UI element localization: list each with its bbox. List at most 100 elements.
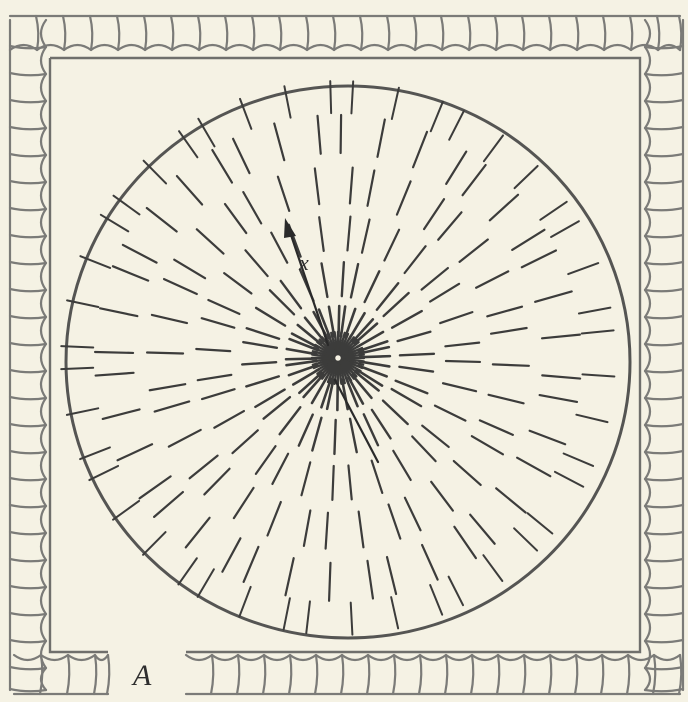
radial-line: [397, 181, 411, 214]
border-cell-divider: [211, 655, 213, 694]
radial-line: [412, 436, 435, 461]
border-cell-divider: [289, 655, 291, 694]
radial-line: [582, 374, 614, 376]
border-cell-divider: [495, 16, 497, 50]
radial-line: [491, 328, 527, 334]
border-cell-divider: [657, 16, 659, 50]
border-cell-divider: [10, 127, 46, 129]
border-cell-divider: [393, 655, 395, 694]
radial-line: [285, 558, 293, 595]
border-cell-divider: [627, 655, 629, 694]
border-cell-divider: [315, 655, 317, 694]
radial-line: [487, 307, 522, 317]
border-cell-divider: [645, 343, 683, 345]
radial-line: [400, 354, 434, 355]
radial-line: [568, 263, 598, 274]
radial-line: [384, 230, 399, 261]
border-cell-divider: [10, 316, 46, 318]
radial-line: [367, 561, 372, 599]
radial-line: [178, 558, 196, 584]
border-cell-divider: [10, 208, 46, 210]
border-cell-divider: [645, 73, 683, 75]
border-cell-divider: [10, 451, 46, 453]
radial-line: [245, 250, 267, 276]
radial-line: [470, 515, 494, 544]
border-cell-divider: [10, 397, 46, 399]
radial-line: [318, 116, 321, 154]
border-cell-divider: [333, 16, 335, 50]
border-cell-divider: [117, 16, 119, 50]
radial-line: [204, 469, 229, 495]
border-cell-divider: [10, 181, 46, 183]
radial-line: [202, 318, 235, 328]
radial-line: [413, 132, 427, 167]
radial-line: [244, 547, 259, 582]
radial-line: [147, 208, 177, 231]
radial-line: [460, 240, 488, 262]
border-cell-divider: [645, 154, 683, 156]
radial-line: [334, 420, 335, 454]
border-cell-divider: [497, 655, 499, 694]
radial-line: [272, 454, 288, 484]
radial-line: [515, 166, 538, 188]
inner-wall-path-left: [50, 58, 108, 652]
border-cell-divider: [645, 451, 683, 453]
border-cell-divider: [679, 655, 681, 694]
radial-line: [268, 502, 281, 535]
border-cell-divider: [63, 16, 65, 50]
radial-line: [438, 212, 461, 239]
border-cell-divider: [10, 424, 46, 426]
radial-line: [391, 597, 398, 628]
border-cell-divider: [10, 505, 46, 507]
radial-line: [118, 444, 152, 460]
radial-line: [274, 124, 284, 161]
border-cell-divider: [10, 370, 46, 372]
radial-line: [383, 401, 408, 424]
radial-line: [177, 176, 202, 204]
border-cell-divider: [10, 478, 46, 480]
radial-line: [387, 557, 396, 594]
border-cell-divider: [10, 262, 46, 264]
radial-line: [164, 279, 197, 294]
border-cell-divider: [10, 289, 46, 291]
border-cell-divider: [10, 73, 46, 75]
radial-line: [243, 342, 277, 348]
radial-line: [174, 260, 205, 279]
radial-line: [208, 300, 239, 314]
border-cell-divider: [67, 655, 69, 694]
radial-line: [484, 135, 503, 161]
border-cell-divider: [198, 16, 200, 50]
radial-line: [322, 263, 328, 296]
border-cell-divider: [36, 16, 38, 50]
arrow-label: x: [298, 250, 309, 275]
border-cell-divider: [645, 208, 683, 210]
radial-line: [445, 343, 479, 347]
border-cell-divider: [237, 655, 239, 694]
radial-line: [330, 81, 331, 113]
radial-line: [315, 168, 319, 204]
border-cell-divider: [645, 127, 683, 129]
border-cell-divider: [419, 655, 421, 694]
border-cell-divider: [645, 532, 683, 534]
radial-line: [61, 368, 93, 369]
border-cell-divider: [645, 262, 683, 264]
radial-line: [144, 161, 166, 184]
radial-line: [431, 102, 443, 132]
radial-line: [472, 436, 503, 454]
radial-line: [528, 513, 553, 533]
radial-line: [564, 453, 593, 465]
radial-line: [405, 246, 426, 273]
border-cell-divider: [645, 289, 683, 291]
radial-line: [389, 505, 401, 539]
border-cell-divider: [10, 532, 46, 534]
radial-line: [542, 375, 580, 378]
radial-line: [212, 150, 232, 183]
radial-line: [530, 431, 566, 444]
radial-line: [463, 165, 486, 195]
radial-line: [239, 587, 250, 617]
border-cell-divider: [306, 16, 308, 50]
radial-line: [304, 511, 310, 546]
radial-line: [454, 527, 476, 558]
arrow-head-icon: [284, 218, 296, 238]
border-cell-divider: [522, 16, 524, 50]
